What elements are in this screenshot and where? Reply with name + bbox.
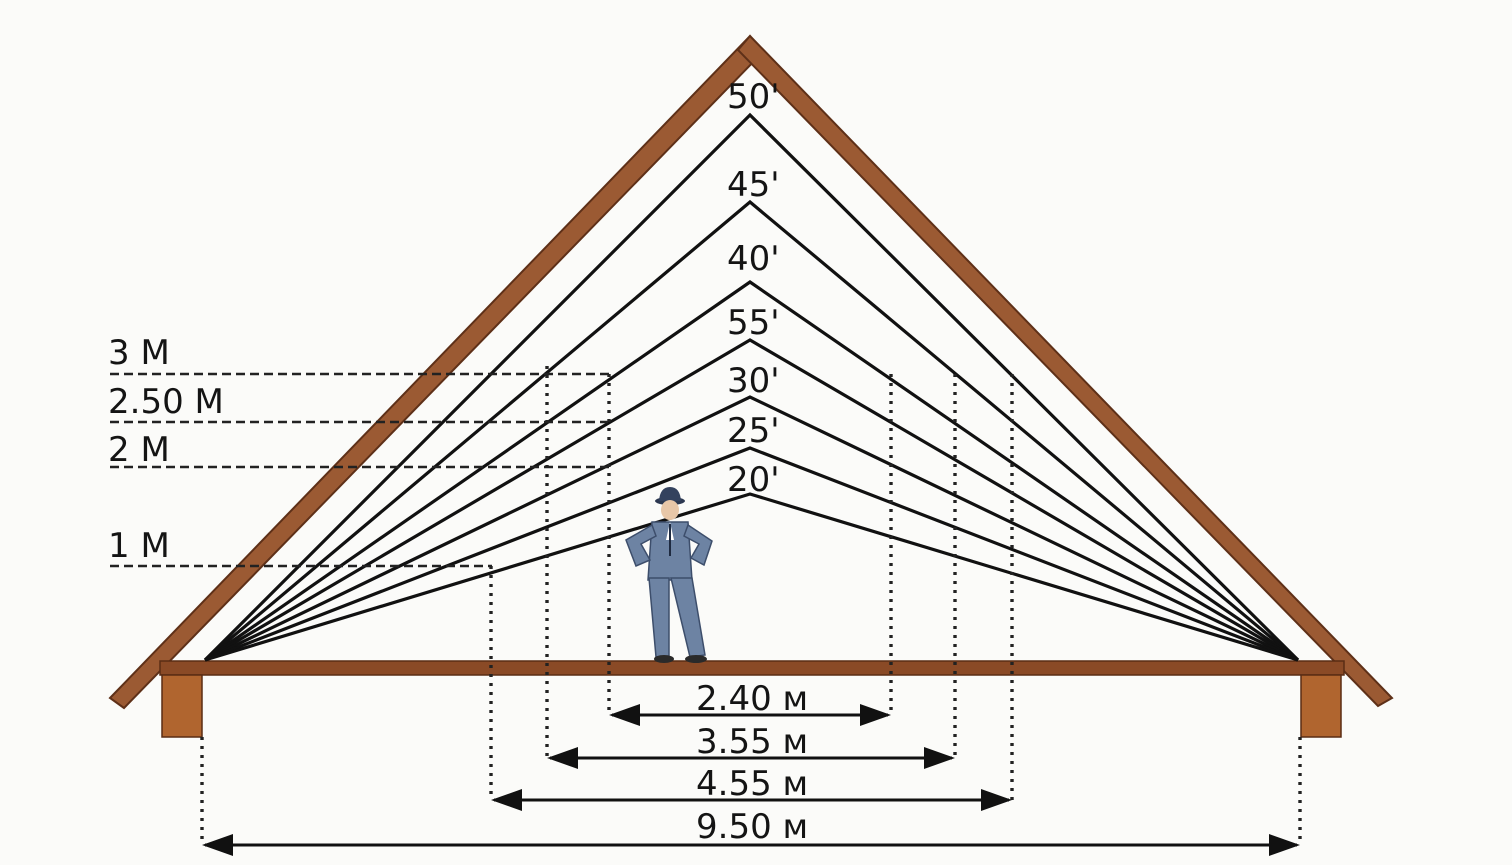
width-label-455: 4.55 м [696,764,808,804]
angle-label-25: 25' [727,411,780,451]
dimension-355: 3.55 м [547,722,955,769]
arrow-left-icon [491,789,522,811]
height-label-1m: 1 M [108,526,170,566]
angle-label-20: 20' [727,460,780,500]
angle-label-45: 45' [727,165,780,205]
height-label-2-5m: 2.50 M [108,382,224,422]
angle-labels: 50' 45' 40' 55' 30' 25' 20' [727,77,780,500]
floor-structure [159,660,1345,738]
vertical-guides [200,366,1302,845]
slope-line-20 [204,492,1299,662]
height-label-2m: 2 M [108,430,170,470]
dimension-950: 9.50 м [202,807,1300,856]
arrow-left-icon [547,747,578,769]
arrow-right-icon [924,747,955,769]
width-label-355: 3.55 м [696,722,808,762]
right-rafter [736,34,1394,708]
slope-lines [203,112,1300,662]
person-figure-icon [625,487,713,663]
arrow-right-icon [981,789,1012,811]
slope-line-55 [204,338,1299,662]
slope-line-40 [204,280,1299,662]
dimension-455: 4.55 м [491,764,1012,811]
right-post [1300,674,1342,738]
angle-label-50: 50' [727,77,780,117]
slope-line-30 [204,395,1299,662]
slope-line-25 [204,446,1299,662]
angle-label-40: 40' [727,239,780,279]
left-post [161,674,203,738]
height-markers: 3 M 2.50 M 2 M 1 M [108,333,612,568]
angle-label-55: 55' [727,303,780,343]
dimension-240: 2.40 м [609,679,891,726]
roof-outline [108,34,1394,710]
slope-line-50 [203,112,1300,662]
arrow-right-icon [1269,834,1300,856]
arrow-left-icon [609,704,640,726]
floor-beam [159,660,1345,676]
slope-line-45 [203,199,1300,662]
width-label-240: 2.40 м [696,679,808,719]
angle-label-30: 30' [727,361,780,401]
width-dimensions: 2.40 м 3.55 м 4.55 м 9.50 м [202,679,1300,856]
arrow-left-icon [202,834,233,856]
height-label-3m: 3 M [108,333,170,373]
arrow-right-icon [860,704,891,726]
width-label-950: 9.50 м [696,807,808,847]
